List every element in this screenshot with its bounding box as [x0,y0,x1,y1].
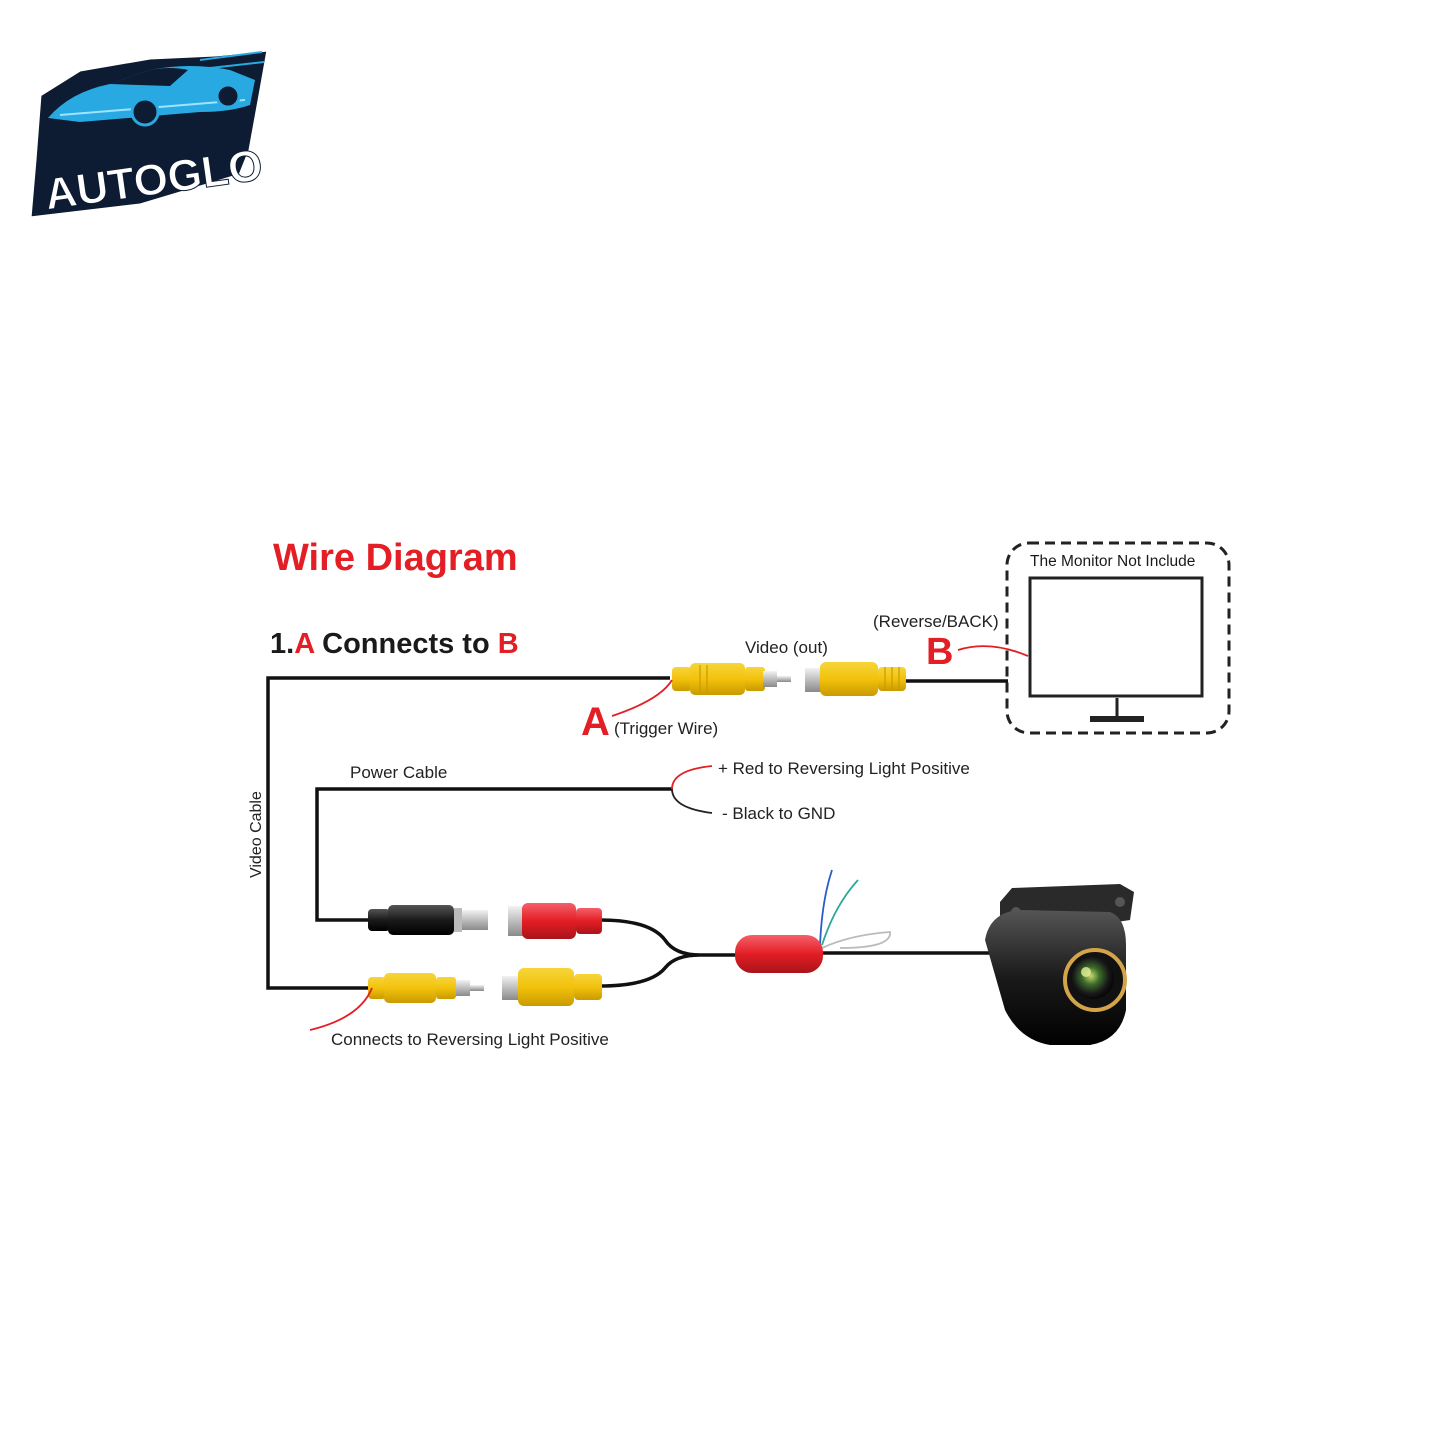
monitor-dashed-box [1005,541,1231,735]
reversing-camera-illustration [985,884,1134,1045]
bottom-reversing-label: Connects to Reversing Light Positive [331,1030,609,1049]
trigger-pointer-line [611,679,673,717]
rca-male-connector-a [672,663,791,695]
power-cable-label: Power Cable [350,763,447,782]
black-wire-lead [671,788,713,814]
y-splitter [599,918,740,988]
bottom-pointer-line [309,987,373,1031]
b-pointer-line [957,645,1029,657]
reverse-back-label: (Reverse/BACK) [873,612,999,631]
video-out-label: Video (out) [745,638,828,657]
monitor-screen [1028,576,1204,698]
loose-wires [819,869,891,949]
monitor-illustration: The Monitor Not Include [1005,541,1231,735]
step-prefix: 1. [270,628,294,660]
rca-male-connector-bottom [368,973,484,1003]
b-marker: B [926,631,953,673]
video-cable [266,676,670,990]
rca-female-connector-b [805,662,906,696]
trigger-wire-label: (Trigger Wire) [614,719,718,738]
monitor-not-include-caption: The Monitor Not Include [1030,553,1195,570]
step-a: A [294,628,315,660]
video-cable-label: Video Cable [248,791,265,878]
step-heading: 1.A Connects to B [270,628,519,660]
red-dc-power-jack [508,903,602,939]
red-wire-lead [671,765,713,790]
power-cable [315,787,672,922]
black-dc-power-plug [368,905,488,935]
camera-lens [1072,957,1114,999]
monitor-stand [1090,716,1144,722]
diagram-title: Wire Diagram [273,537,518,579]
step-mid: Connects to [314,628,498,660]
a-marker: A [581,700,610,744]
step-b: B [498,628,519,660]
red-inline-module [735,935,823,973]
red-wire-label: + Red to Reversing Light Positive [718,759,970,778]
car-icon [48,51,265,127]
autoglo-logo: AUTOGLO AUSTRALIA [28,48,270,222]
black-wire-label: - Black to GND [722,804,835,823]
rca-female-connector-bottom [502,968,602,1006]
